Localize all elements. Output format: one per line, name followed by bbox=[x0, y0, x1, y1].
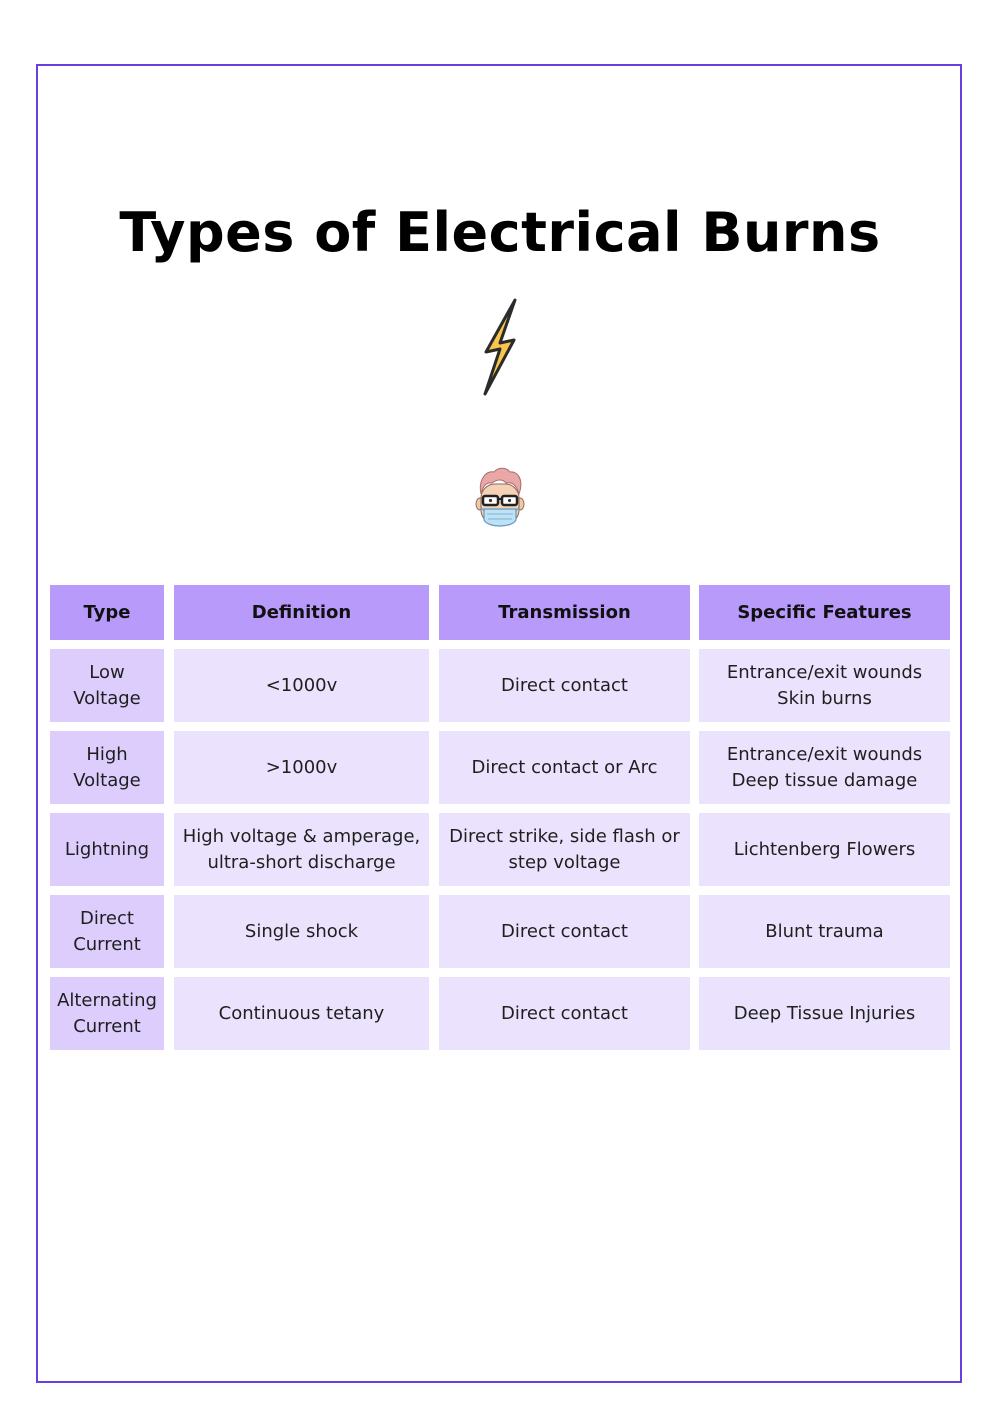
table-row: Lightning High voltage & amperage, ultra… bbox=[50, 813, 950, 895]
table-row: High Voltage >1000v Direct contact or Ar… bbox=[50, 731, 950, 813]
type-cell: High Voltage bbox=[50, 731, 164, 804]
type-cell: Alternating Current bbox=[50, 977, 164, 1050]
definition-cell: >1000v bbox=[174, 731, 429, 804]
transmission-cell: Direct contact bbox=[439, 649, 690, 722]
lightning-bolt-icon bbox=[483, 298, 517, 396]
definition-cell: High voltage & amperage, ultra-short dis… bbox=[174, 813, 429, 886]
transmission-cell: Direct contact bbox=[439, 895, 690, 968]
header-transmission: Transmission bbox=[439, 585, 690, 640]
table-header-row: Type Definition Transmission Specific Fe… bbox=[50, 585, 950, 649]
features-cell: Lichtenberg Flowers bbox=[699, 813, 950, 886]
header-definition: Definition bbox=[174, 585, 429, 640]
table-row: Alternating Current Continuous tetany Di… bbox=[50, 977, 950, 1059]
features-cell: Entrance/exit wounds Skin burns bbox=[699, 649, 950, 722]
type-cell: Low Voltage bbox=[50, 649, 164, 722]
transmission-cell: Direct contact or Arc bbox=[439, 731, 690, 804]
table-row: Direct Current Single shock Direct conta… bbox=[50, 895, 950, 977]
doctor-mask-avatar bbox=[475, 467, 525, 527]
header-specific-features: Specific Features bbox=[699, 585, 950, 640]
page-frame bbox=[36, 64, 962, 1383]
burn-types-table: Type Definition Transmission Specific Fe… bbox=[50, 585, 950, 1059]
transmission-cell: Direct strike, side flash or step voltag… bbox=[439, 813, 690, 886]
features-cell: Blunt trauma bbox=[699, 895, 950, 968]
features-cell: Entrance/exit wounds Deep tissue damage bbox=[699, 731, 950, 804]
type-cell: Lightning bbox=[50, 813, 164, 886]
table-row: Low Voltage <1000v Direct contact Entran… bbox=[50, 649, 950, 731]
transmission-cell: Direct contact bbox=[439, 977, 690, 1050]
definition-cell: Continuous tetany bbox=[174, 977, 429, 1050]
page-title: Types of Electrical Burns bbox=[119, 201, 881, 264]
header-type: Type bbox=[50, 585, 164, 640]
type-cell: Direct Current bbox=[50, 895, 164, 968]
definition-cell: Single shock bbox=[174, 895, 429, 968]
features-cell: Deep Tissue Injuries bbox=[699, 977, 950, 1050]
definition-cell: <1000v bbox=[174, 649, 429, 722]
